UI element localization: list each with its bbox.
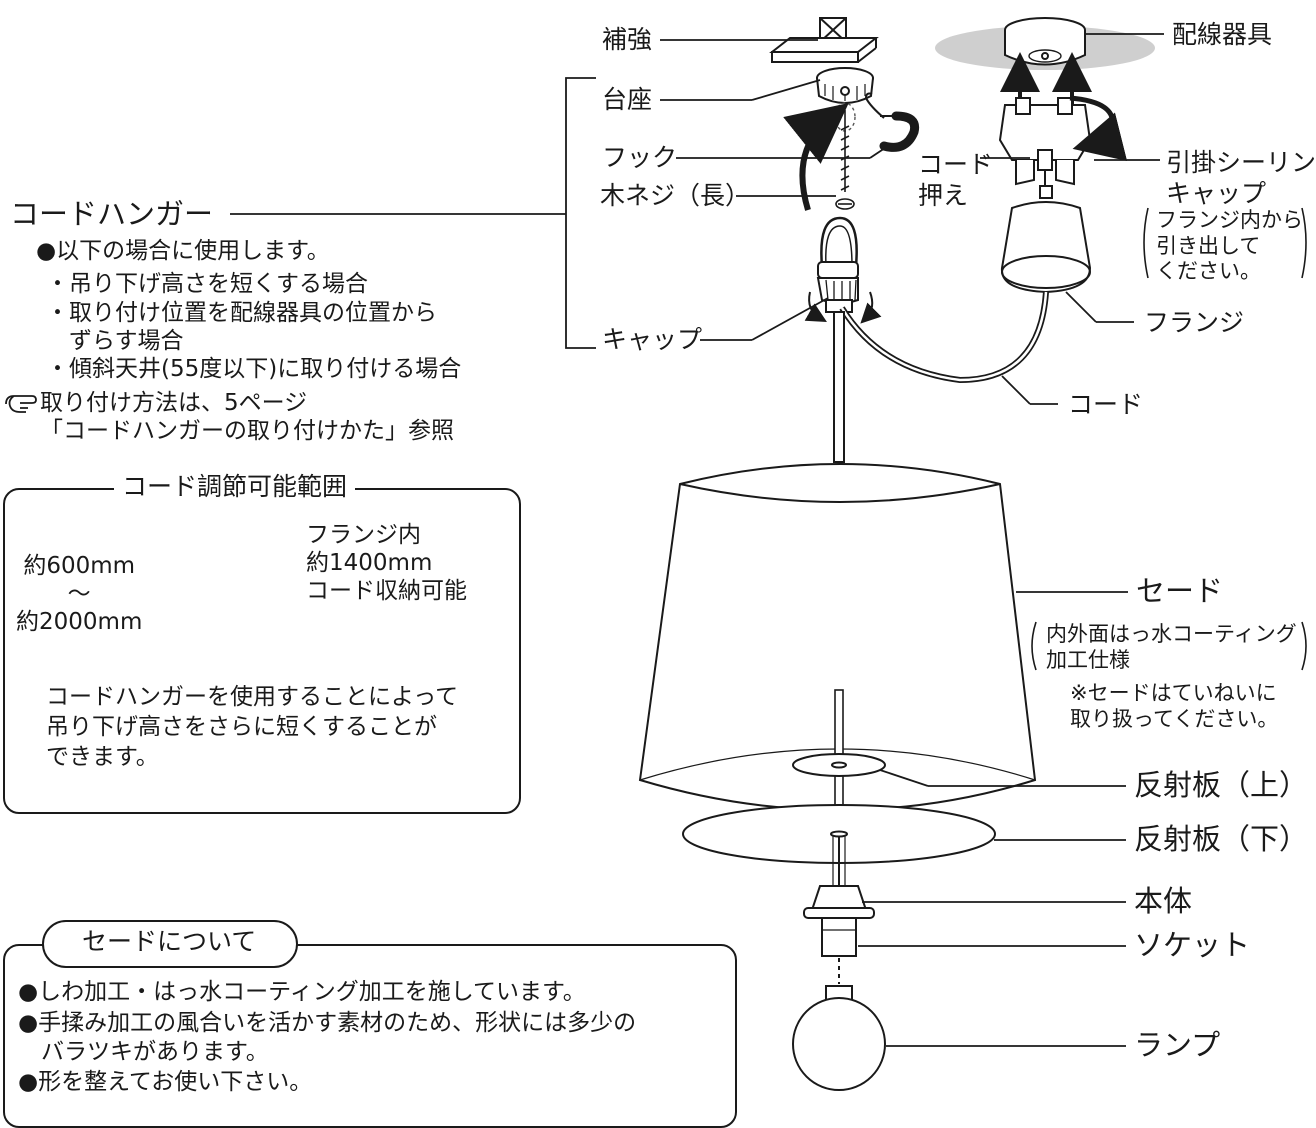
label-shade: セード bbox=[1136, 574, 1224, 608]
cord-hanger-item-1: ・吊り下げ高さを短くする場合 bbox=[46, 271, 368, 297]
pendant-light-exploded-diagram bbox=[128, 17, 1307, 1091]
cord-hanger-item-2: ・取り付け位置を配線器具の位置から ずらす場合 bbox=[46, 300, 437, 355]
label-flange: フランジ bbox=[1144, 308, 1245, 337]
label-shade-note: 内外面はっ水コーティング 加工仕様 bbox=[1046, 622, 1297, 672]
cord-hanger-ref: 取り付け方法は、5ページ 「コードハンガーの取り付けかた」参照 bbox=[40, 390, 454, 445]
cord-inner bbox=[840, 291, 1048, 382]
shade-info-title-pill bbox=[42, 920, 298, 968]
hook-part bbox=[864, 92, 920, 152]
label-cap: キャップ bbox=[602, 325, 703, 354]
label-reflector-lower: 反射板（下） bbox=[1134, 822, 1309, 856]
cord-hanger-part bbox=[816, 216, 859, 313]
cord-hanger-title: コードハンガー bbox=[10, 197, 214, 231]
adjust-range-footer: コードハンガーを使用することによって 吊り下げ高さをさらに短くすることが できま… bbox=[46, 684, 459, 770]
shade-info-bullet-1: ●しわ加工・はっ水コーティング加工を施しています。 bbox=[18, 979, 586, 1005]
label-reflector-upper: 反射板（上） bbox=[1134, 768, 1309, 802]
adjust-flange-note: フランジ内 約1400mm コード収納可能 bbox=[306, 522, 467, 605]
cord-hanger-intro: ●以下の場合に使用します。 bbox=[36, 238, 330, 264]
inner-rod bbox=[834, 689, 844, 811]
label-ceiling-cap: 引掛シーリング キャップ bbox=[1166, 148, 1316, 208]
ceiling-cap bbox=[998, 97, 1092, 190]
adjust-range-title: コード調節可能範囲 bbox=[114, 474, 356, 499]
label-base: 台座 bbox=[602, 85, 653, 114]
reinforcement-beam bbox=[769, 17, 879, 63]
label-ceiling-cap-note: フランジ内から 引き出して ください。 bbox=[1156, 208, 1303, 284]
cord-hanger-item-3: ・傾斜天井(55度以下)に取り付ける場合 bbox=[46, 356, 462, 382]
wood-screw bbox=[835, 110, 855, 210]
label-wood-screw: 木ネジ（長） bbox=[600, 181, 751, 210]
label-cord-clamp: コード 押え bbox=[918, 150, 994, 210]
shade-info-bullet-2: ●手揉み加工の風合いを活かす素材のため、形状には多少の バラツキがあります。 bbox=[18, 1010, 637, 1066]
note-parens bbox=[1031, 207, 1307, 671]
label-reinforcement: 補強 bbox=[602, 25, 653, 54]
leader-lines bbox=[660, 33, 1164, 1047]
label-lamp: ランプ bbox=[1134, 1028, 1221, 1062]
hanging-rod bbox=[833, 311, 845, 463]
shade-info-title: セードについて bbox=[82, 927, 257, 956]
cap-rotate-right bbox=[860, 291, 882, 324]
adjust-range-values: 約600mm 〜 約2000mm bbox=[16, 553, 143, 636]
lamp-shade bbox=[638, 463, 1037, 811]
shade-info-bullet-3: ●形を整えてお使い下さい。 bbox=[18, 1069, 313, 1095]
flange-part bbox=[1000, 185, 1092, 294]
label-socket: ソケット bbox=[1134, 928, 1251, 962]
reflector-lower bbox=[682, 804, 996, 886]
cap-twist-arrow bbox=[1069, 95, 1128, 161]
label-wiring-device: 配線器具 bbox=[1172, 20, 1273, 49]
lamp-bulb bbox=[792, 985, 886, 1091]
pointing-hand-icon bbox=[5, 395, 37, 413]
label-body: 本体 bbox=[1134, 884, 1193, 918]
label-cord: コード bbox=[1068, 390, 1144, 419]
label-hook: フック bbox=[602, 143, 678, 172]
cord-hanger-bracket bbox=[230, 77, 596, 349]
base-mount bbox=[816, 67, 874, 104]
label-shade-care: ※セードはていねいに 取り扱ってください。 bbox=[1070, 681, 1279, 731]
lamp-body bbox=[803, 885, 875, 957]
wiring-device bbox=[1004, 17, 1086, 66]
insert-arrow bbox=[783, 102, 849, 211]
reflector-upper bbox=[792, 753, 886, 777]
